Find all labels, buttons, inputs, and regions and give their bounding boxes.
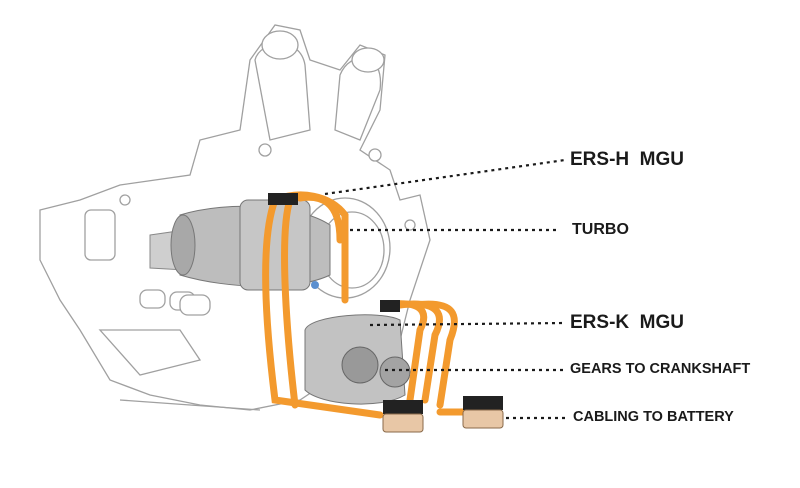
turbo-assembly bbox=[149, 199, 331, 291]
ers-k-mgu-assembly bbox=[304, 314, 411, 405]
label-turbo: TURBO bbox=[572, 221, 629, 238]
label-gears-to-crankshaft: GEARS TO CRANKSHAFT bbox=[570, 361, 751, 377]
label-ers-h-mgu: ERS-H MGU bbox=[570, 149, 684, 170]
leader-ers-h bbox=[324, 158, 566, 196]
leader-lines bbox=[324, 158, 568, 420]
label-cabling-to-battery: CABLING TO BATTERY bbox=[573, 409, 734, 425]
cable-connectors bbox=[268, 193, 504, 433]
label-ers-k-mgu: ERS-K MGU bbox=[570, 312, 684, 333]
leader-ers-k bbox=[369, 321, 566, 327]
